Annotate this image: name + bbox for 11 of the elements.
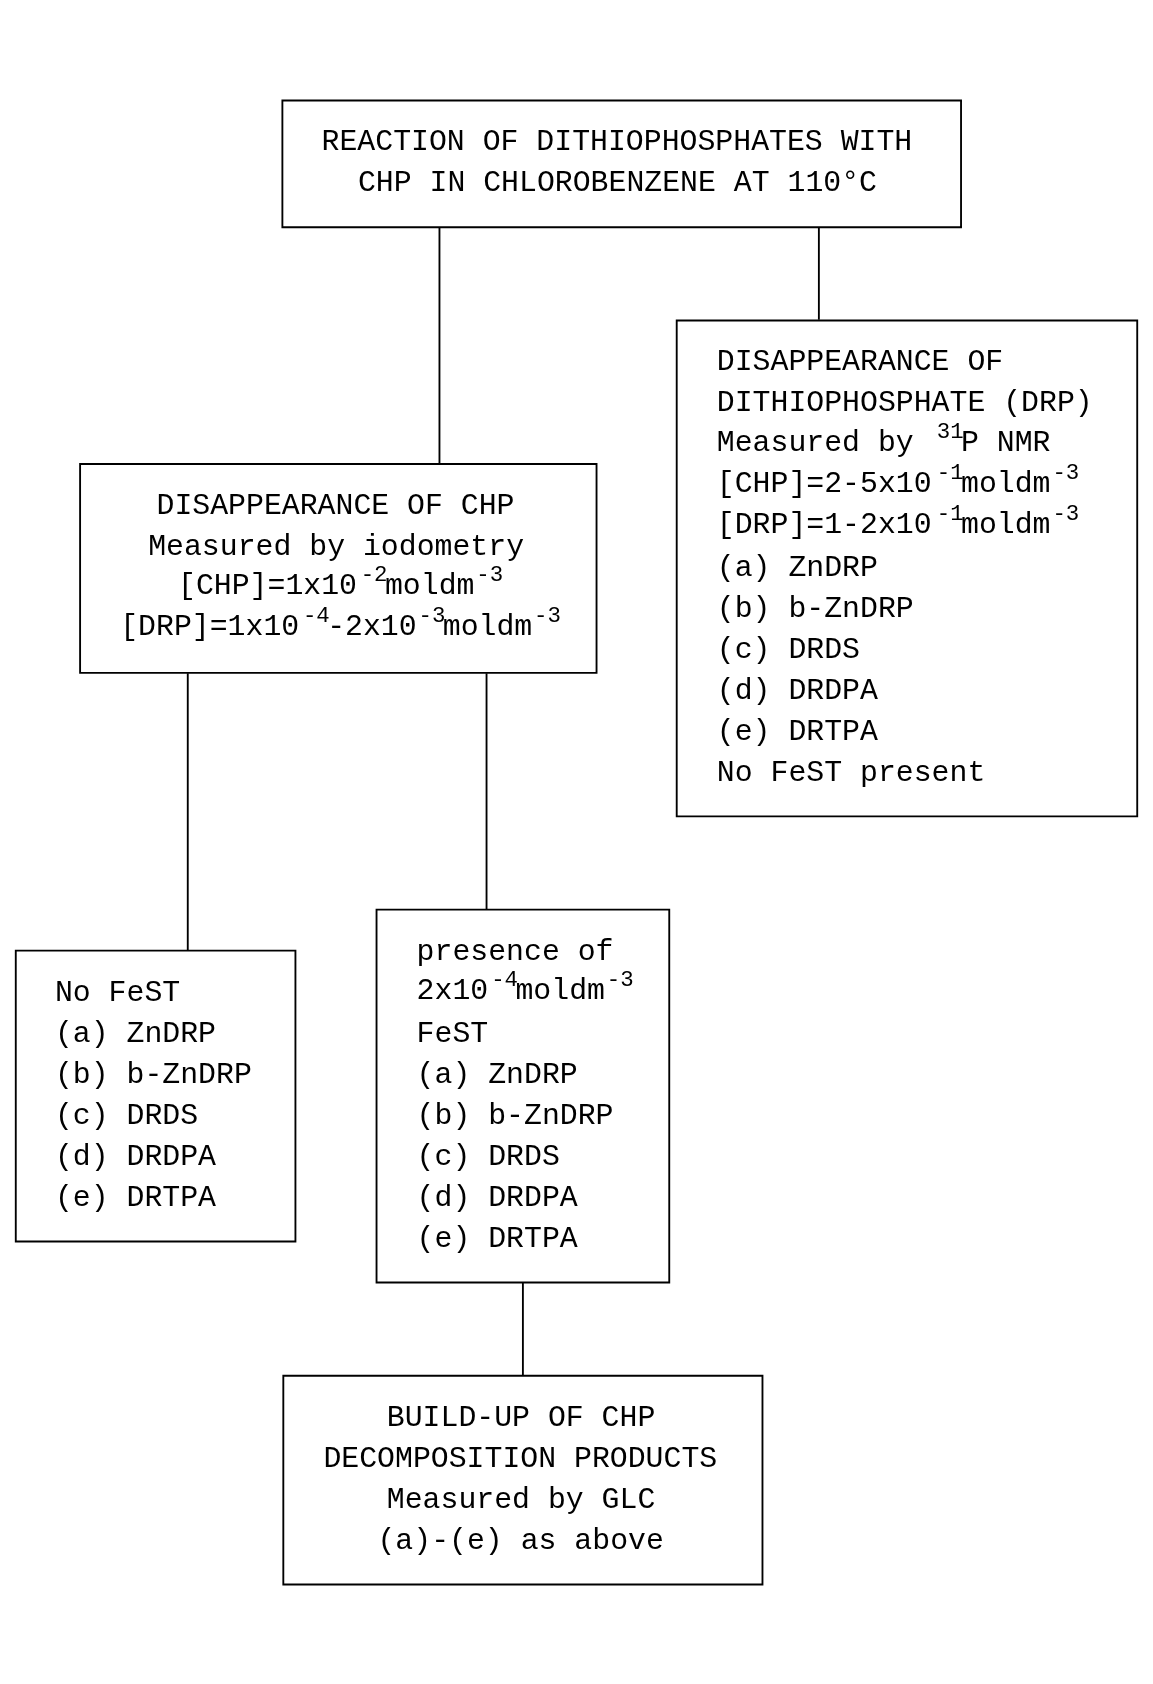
node-box: No FeST (a) ZnDRP (b) b-ZnDRP (c) DRDS (d) DRDPA (e) DRTPA — [14, 949, 297, 1242]
node-box: presence of 2x10$^{-4}$moldm$^{-3}$ FeST (a) ZnDRP (b) b-ZnDRP (c) DRDS (d) DRDPA (e) DRTPA — [375, 908, 671, 1283]
node-box: DISAPPEARANCE OF DITHIOPHOSPHATE (DRP) Measured by $^{31}$P NMR [CHP]=2-5x10$^{-1}$moldm$^{-3}$ [DRP]=1-2x10$^{-1}$moldm$^{-3}$ (a) ZnDRP (b) b-ZnDRP (c) DRDS (d) DRDPA (e) DRTPA No FeST present — [675, 319, 1139, 817]
node-box: BUILD-UP OF CHP DECOMPOSITION PRODUCTS Measured by GLC (a)-(e) as above — [282, 1374, 764, 1585]
connector — [485, 671, 488, 910]
node-box: REACTION OF DITHIOPHOSPHATES WITH CHP IN CHLOROBENZENE AT 110°C — [281, 99, 962, 228]
connector — [817, 226, 820, 321]
connector — [521, 1281, 524, 1377]
connector — [438, 226, 441, 465]
node-box: DISAPPEARANCE OF CHP Measured by iodometry [CHP]=1x10$^{-2}$moldm$^{-3}$ [DRP]=1x10$^{-4}$-2x10$^{-3}$moldm$^{-3}$ — [79, 462, 598, 674]
connector — [186, 671, 189, 951]
